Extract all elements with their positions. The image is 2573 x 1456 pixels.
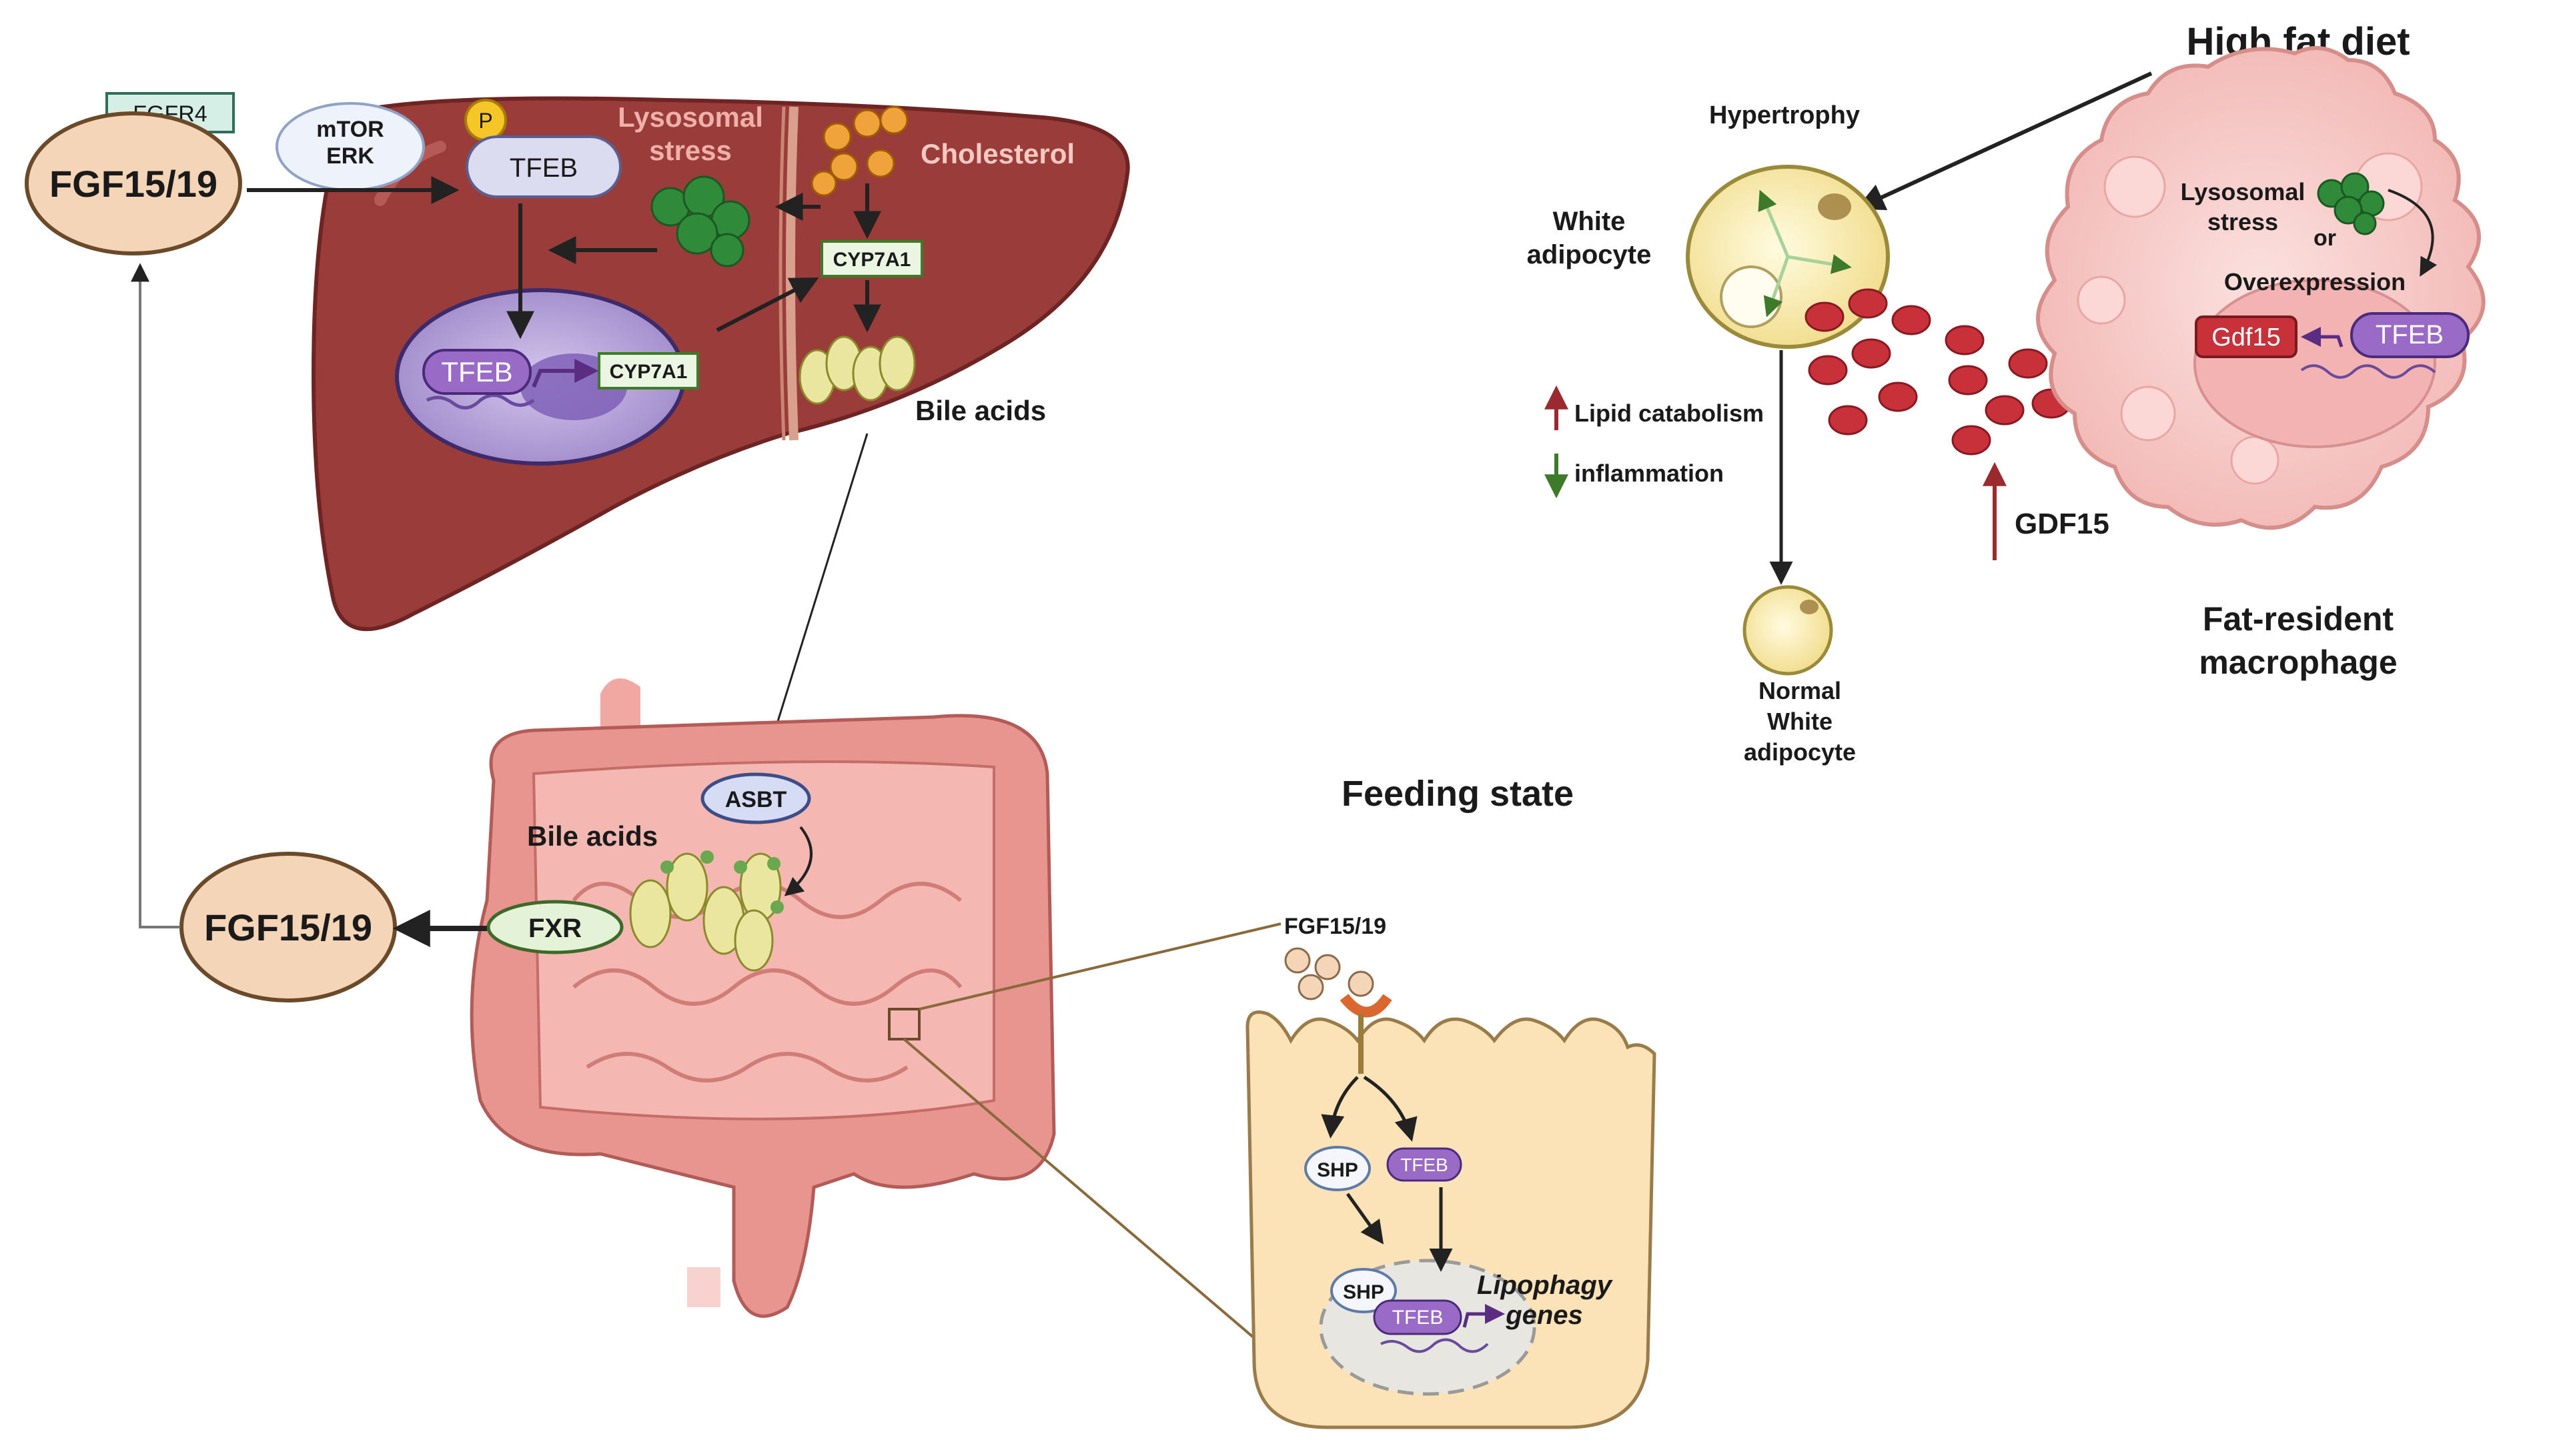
lysosome-to-tfeb-arrow xyxy=(2388,189,2438,277)
lysosomal-stress-liver-2: stress xyxy=(649,135,732,166)
tfeb-cyto-label: TFEB xyxy=(510,153,578,183)
bile-acid-liver-icon xyxy=(799,335,916,405)
cholesterol-icon xyxy=(811,105,909,197)
tfeb-cyto-feeding-pill: TFEB xyxy=(1386,1147,1462,1182)
zoom-line-top xyxy=(919,922,1281,1010)
shp-nuclear-bubble: SHP xyxy=(1330,1268,1397,1313)
feeding-arrows xyxy=(1321,1075,1453,1272)
asbt-import-arrow xyxy=(784,826,813,896)
mtor-erk-bubble: mTOR ERK xyxy=(276,102,425,191)
cyp7a1-nuclear-label: CYP7A1 xyxy=(610,361,688,383)
mac-lysosome-cluster-icon xyxy=(2317,172,2385,235)
lipid-catabolism-label: Lipid catabolism xyxy=(1574,400,1764,427)
fgf-node-top: FGF15/19 xyxy=(25,111,242,255)
lysosome-cluster-icon xyxy=(650,175,750,267)
tfeb-nuclear-pill: TFEB xyxy=(422,349,532,395)
gdf15-gene-box: Gdf15 xyxy=(2195,315,2297,358)
asbt-label: ASBT xyxy=(725,787,787,812)
shp-cyto-bubble: SHP xyxy=(1304,1146,1371,1191)
macrophage-cell xyxy=(2036,46,2486,530)
hypertrophic-adipocyte xyxy=(1686,165,1890,349)
erk-label: ERK xyxy=(326,143,374,169)
fxr-label: FXR xyxy=(528,914,582,943)
transcription-arrow-liver xyxy=(532,359,599,388)
phospho-marker: P xyxy=(464,99,507,141)
macrophage-label-1: Fat-resident xyxy=(2203,600,2394,638)
tfeb-nuclear-feeding-pill: TFEB xyxy=(1373,1299,1462,1335)
fgf-ligand-icons xyxy=(1284,947,1392,1018)
mac-tfeb-label: TFEB xyxy=(2376,320,2444,349)
mtor-label: mTOR xyxy=(316,117,384,142)
overexpression-label: Overexpression xyxy=(2224,268,2406,295)
mac-tfeb-pill: TFEB xyxy=(2350,312,2470,358)
or-label: or xyxy=(2313,225,2336,251)
bile-acid-intestine-icon xyxy=(629,850,784,972)
liver-arrows xyxy=(247,176,881,339)
tfeb-cyto-pill: TFEB xyxy=(466,135,622,198)
fgf-top-label: FGF15/19 xyxy=(49,163,217,205)
genes-label: genes xyxy=(1505,1301,1583,1330)
fgf-node-bottom: FGF15/19 xyxy=(179,852,397,1002)
tfeb-nuclear-label: TFEB xyxy=(441,356,512,388)
enterocyte-cell xyxy=(1245,1010,1656,1429)
gdf15-gene-label: Gdf15 xyxy=(2211,323,2281,351)
tfeb-cyto-feeding-label: TFEB xyxy=(1400,1155,1448,1175)
shp-nuclear-label: SHP xyxy=(1343,1281,1384,1303)
phospho-label: P xyxy=(478,109,492,133)
cyp7a1-nuclear-box: CYP7A1 xyxy=(598,352,699,390)
inflammation-label: inflammation xyxy=(1574,460,1724,487)
dna-mac-icon xyxy=(2300,364,2436,379)
normal-adipocyte-label-2: White xyxy=(1767,708,1833,735)
normal-adipocyte-label-1: Normal xyxy=(1758,677,1841,704)
normal-adipocyte-label-3: adipocyte xyxy=(1744,738,1856,766)
feeding-fgf-label: FGF15/19 xyxy=(1284,914,1386,939)
mac-lysosomal-label-1: Lysosomal xyxy=(2181,178,2305,205)
fgf-feedback-arrow xyxy=(131,263,180,928)
cyp7a1-cyto-box: CYP7A1 xyxy=(821,240,923,277)
feeding-state-title: Feeding state xyxy=(1342,774,1574,814)
bile-acids-intestine-label: Bile acids xyxy=(527,820,658,852)
mac-lysosomal-label-2: stress xyxy=(2207,208,2278,235)
white-adipocyte-label-1: White xyxy=(1553,207,1626,236)
shp-cyto-label: SHP xyxy=(1317,1159,1358,1181)
tfeb-nuclear-feeding-label: TFEB xyxy=(1392,1307,1444,1329)
normal-adipocyte xyxy=(1742,585,1833,676)
lysosomal-stress-liver-1: Lysosomal xyxy=(618,101,763,133)
dna-feeding-icon xyxy=(1380,1338,1489,1353)
hfd-to-adipocyte-arrow xyxy=(1856,71,2153,211)
hypertrophy-label: Hypertrophy xyxy=(1709,101,1860,129)
fxr-receptor: FXR xyxy=(486,900,624,954)
macrophage-label-2: macrophage xyxy=(2199,644,2397,681)
white-adipocyte-label-2: adipocyte xyxy=(1527,240,1652,269)
transcription-arrow-feeding xyxy=(1462,1304,1505,1328)
fgf-bottom-label: FGF15/19 xyxy=(204,906,372,948)
cholesterol-label: Cholesterol xyxy=(921,138,1075,169)
lipophagy-label: Lipophagy xyxy=(1477,1271,1613,1300)
bile-to-asbt-arrow xyxy=(756,433,869,780)
gdf15-label: GDF15 xyxy=(2015,508,2109,540)
bile-acids-liver-label: Bile acids xyxy=(915,395,1046,426)
transcription-arrow-mac xyxy=(2301,327,2344,347)
asbt-transporter: ASBT xyxy=(700,772,811,824)
cyp7a1-cyto-label: CYP7A1 xyxy=(833,249,911,271)
